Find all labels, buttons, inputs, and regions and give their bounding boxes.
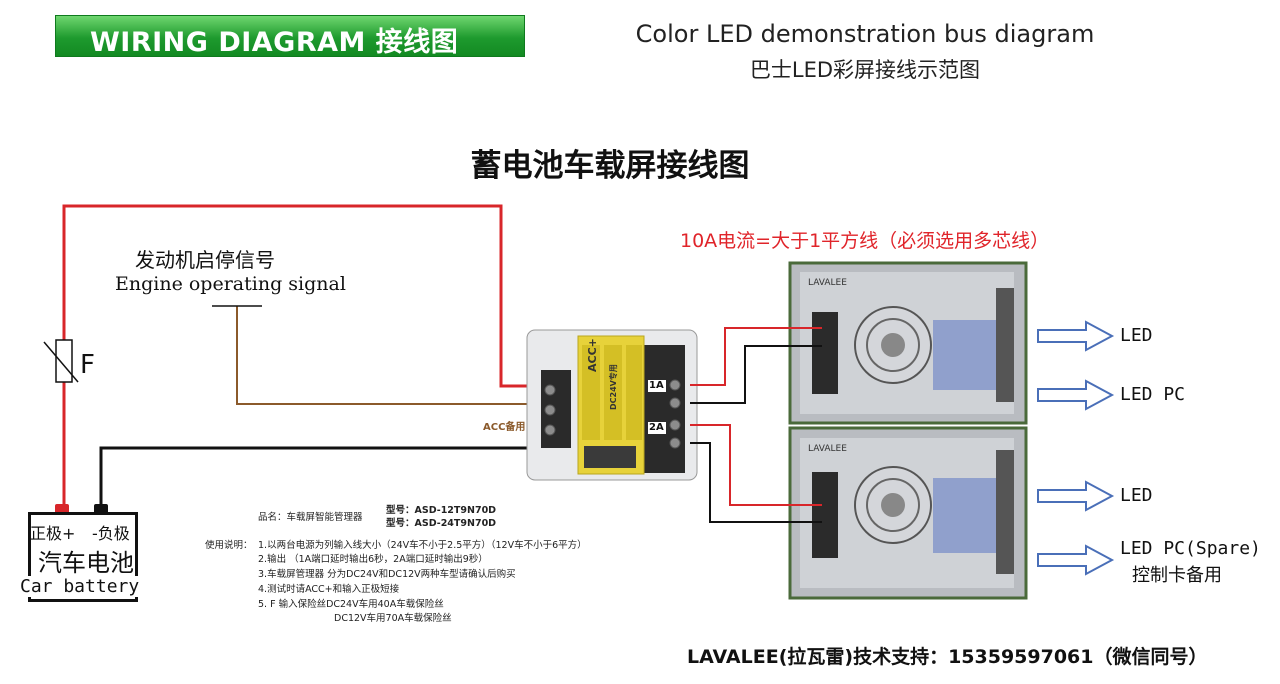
psu2-brand: LAVALEE bbox=[808, 444, 847, 454]
battery-negative-terminal bbox=[94, 504, 108, 515]
psu1-red-wire bbox=[690, 327, 822, 386]
psu1-brand: LAVALEE bbox=[808, 278, 847, 288]
spec-model-1: 型号：ASD-12T9N70D bbox=[386, 505, 497, 516]
engine-signal-en: Engine operating signal bbox=[115, 273, 346, 295]
psu2-black-wire bbox=[690, 442, 822, 523]
title-banner bbox=[55, 15, 525, 57]
fuse-label: F bbox=[80, 350, 95, 380]
controller-module-sub: DC24V专用 bbox=[609, 364, 618, 410]
arrow-led-pc bbox=[1037, 379, 1115, 411]
arrow-led-2 bbox=[1037, 480, 1115, 512]
psu2-red-wire bbox=[690, 424, 822, 506]
engine-signal-wire bbox=[236, 306, 560, 405]
acc-label: ACC备用 bbox=[483, 422, 526, 433]
tech-support: LAVALEE(拉瓦雷)技术支持：15359597061（微信同号） bbox=[687, 646, 1208, 668]
psu1-black-wire bbox=[690, 345, 822, 404]
current-note: 10A电流=大于1平方线（必须选用多芯线） bbox=[680, 230, 1050, 252]
black-negative-wire bbox=[99, 446, 560, 508]
spec-usage-label: 使用说明： bbox=[205, 540, 253, 551]
arrow-led-pc-spare bbox=[1037, 544, 1115, 576]
spec-note-4: 4.测试时请ACC+和输入正极短接 bbox=[258, 584, 400, 595]
spec-note-1: 1.以两台电源为列输入线大小（24V车不小于2.5平方）（12V车不小于6平方） bbox=[258, 540, 587, 551]
controller-module-label: ACC+ bbox=[586, 338, 599, 372]
arrow-led-1 bbox=[1037, 320, 1115, 352]
fuse-symbol bbox=[43, 339, 79, 383]
spec-note-2: 2.输出 （1A端口延时输出6秒，2A端口延时输出9秒） bbox=[258, 554, 488, 565]
spec-name: 品名：车载屏智能管理器 bbox=[258, 512, 363, 523]
subtitle-en: Color LED demonstration bus diagram bbox=[635, 20, 1095, 48]
spec-note-5b: DC12V车用70A车载保险丝 bbox=[334, 613, 452, 624]
output-control-card-spare: 控制卡备用 bbox=[1132, 565, 1222, 586]
output-led-1: LED bbox=[1120, 325, 1153, 346]
subtitle-cn: 巴士LED彩屏接线示范图 bbox=[749, 58, 981, 82]
power-supply-2 bbox=[788, 426, 1028, 600]
controller-module bbox=[526, 329, 698, 481]
engine-signal-cn: 发动机启停信号 bbox=[135, 248, 275, 272]
spec-note-3: 3.车载屏管理器 分为DC24V和DC12V两种车型请确认后购买 bbox=[258, 569, 516, 580]
banner-title: WIRING DIAGRAM 接线图 bbox=[90, 27, 459, 58]
port-1a-label: 1A bbox=[649, 380, 664, 391]
red-positive-wire bbox=[62, 204, 560, 508]
output-led-pc: LED PC bbox=[1120, 384, 1186, 405]
spec-model-2: 型号：ASD-24T9N70D bbox=[386, 518, 497, 529]
battery-positive-terminal bbox=[55, 504, 69, 515]
battery-negative-label: -负极 bbox=[92, 524, 130, 543]
battery-cn-label: 汽车电池 bbox=[38, 549, 134, 577]
spec-note-5: 5. F 输入保险丝DC24V车用40A车载保险丝 bbox=[258, 599, 444, 610]
output-led-pc-spare: LED PC(Spare) bbox=[1120, 538, 1261, 559]
power-supply-1 bbox=[788, 261, 1028, 425]
main-title: 蓄电池车载屏接线图 bbox=[470, 148, 750, 184]
output-led-2: LED bbox=[1120, 485, 1153, 506]
port-2a-label: 2A bbox=[649, 422, 664, 433]
battery-positive-label: 正极+ bbox=[30, 524, 76, 543]
battery-en-label: Car battery bbox=[18, 576, 142, 597]
